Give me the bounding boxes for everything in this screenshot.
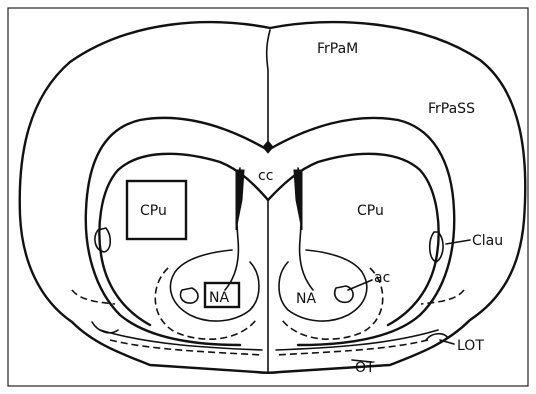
label-ac: ac (374, 270, 390, 286)
label-na-right: NA (296, 291, 316, 307)
anterior-commissure-left (180, 288, 198, 303)
label-cc: cc (258, 168, 273, 184)
brain-outline (20, 22, 526, 373)
label-cpu-right: CPu (357, 203, 384, 219)
clau-pointer (446, 240, 470, 244)
corpus-callosum-inner-right (268, 154, 439, 325)
ventricle-left-fill (236, 170, 244, 230)
label-na-left: NA (209, 290, 229, 306)
label-frpass: FrPaSS (428, 101, 475, 117)
midline-fissure (267, 30, 270, 150)
ventricle-right-fill (294, 170, 302, 230)
label-lot: LOT (457, 338, 484, 354)
lateral-dashed-right (421, 290, 464, 304)
label-cpu-left: CPu (140, 203, 167, 219)
label-frpam: FrPaM (317, 41, 358, 57)
striatum-right-boundary (279, 250, 367, 321)
label-ot: OT (355, 360, 375, 376)
corpus-callosum-outer (86, 118, 268, 345)
ac-pointer (348, 280, 372, 290)
corpus-callosum-outer-right (268, 118, 454, 345)
claustrum-left (95, 228, 110, 252)
label-clau: Clau (472, 233, 503, 249)
striatum-left-boundary (170, 250, 259, 321)
